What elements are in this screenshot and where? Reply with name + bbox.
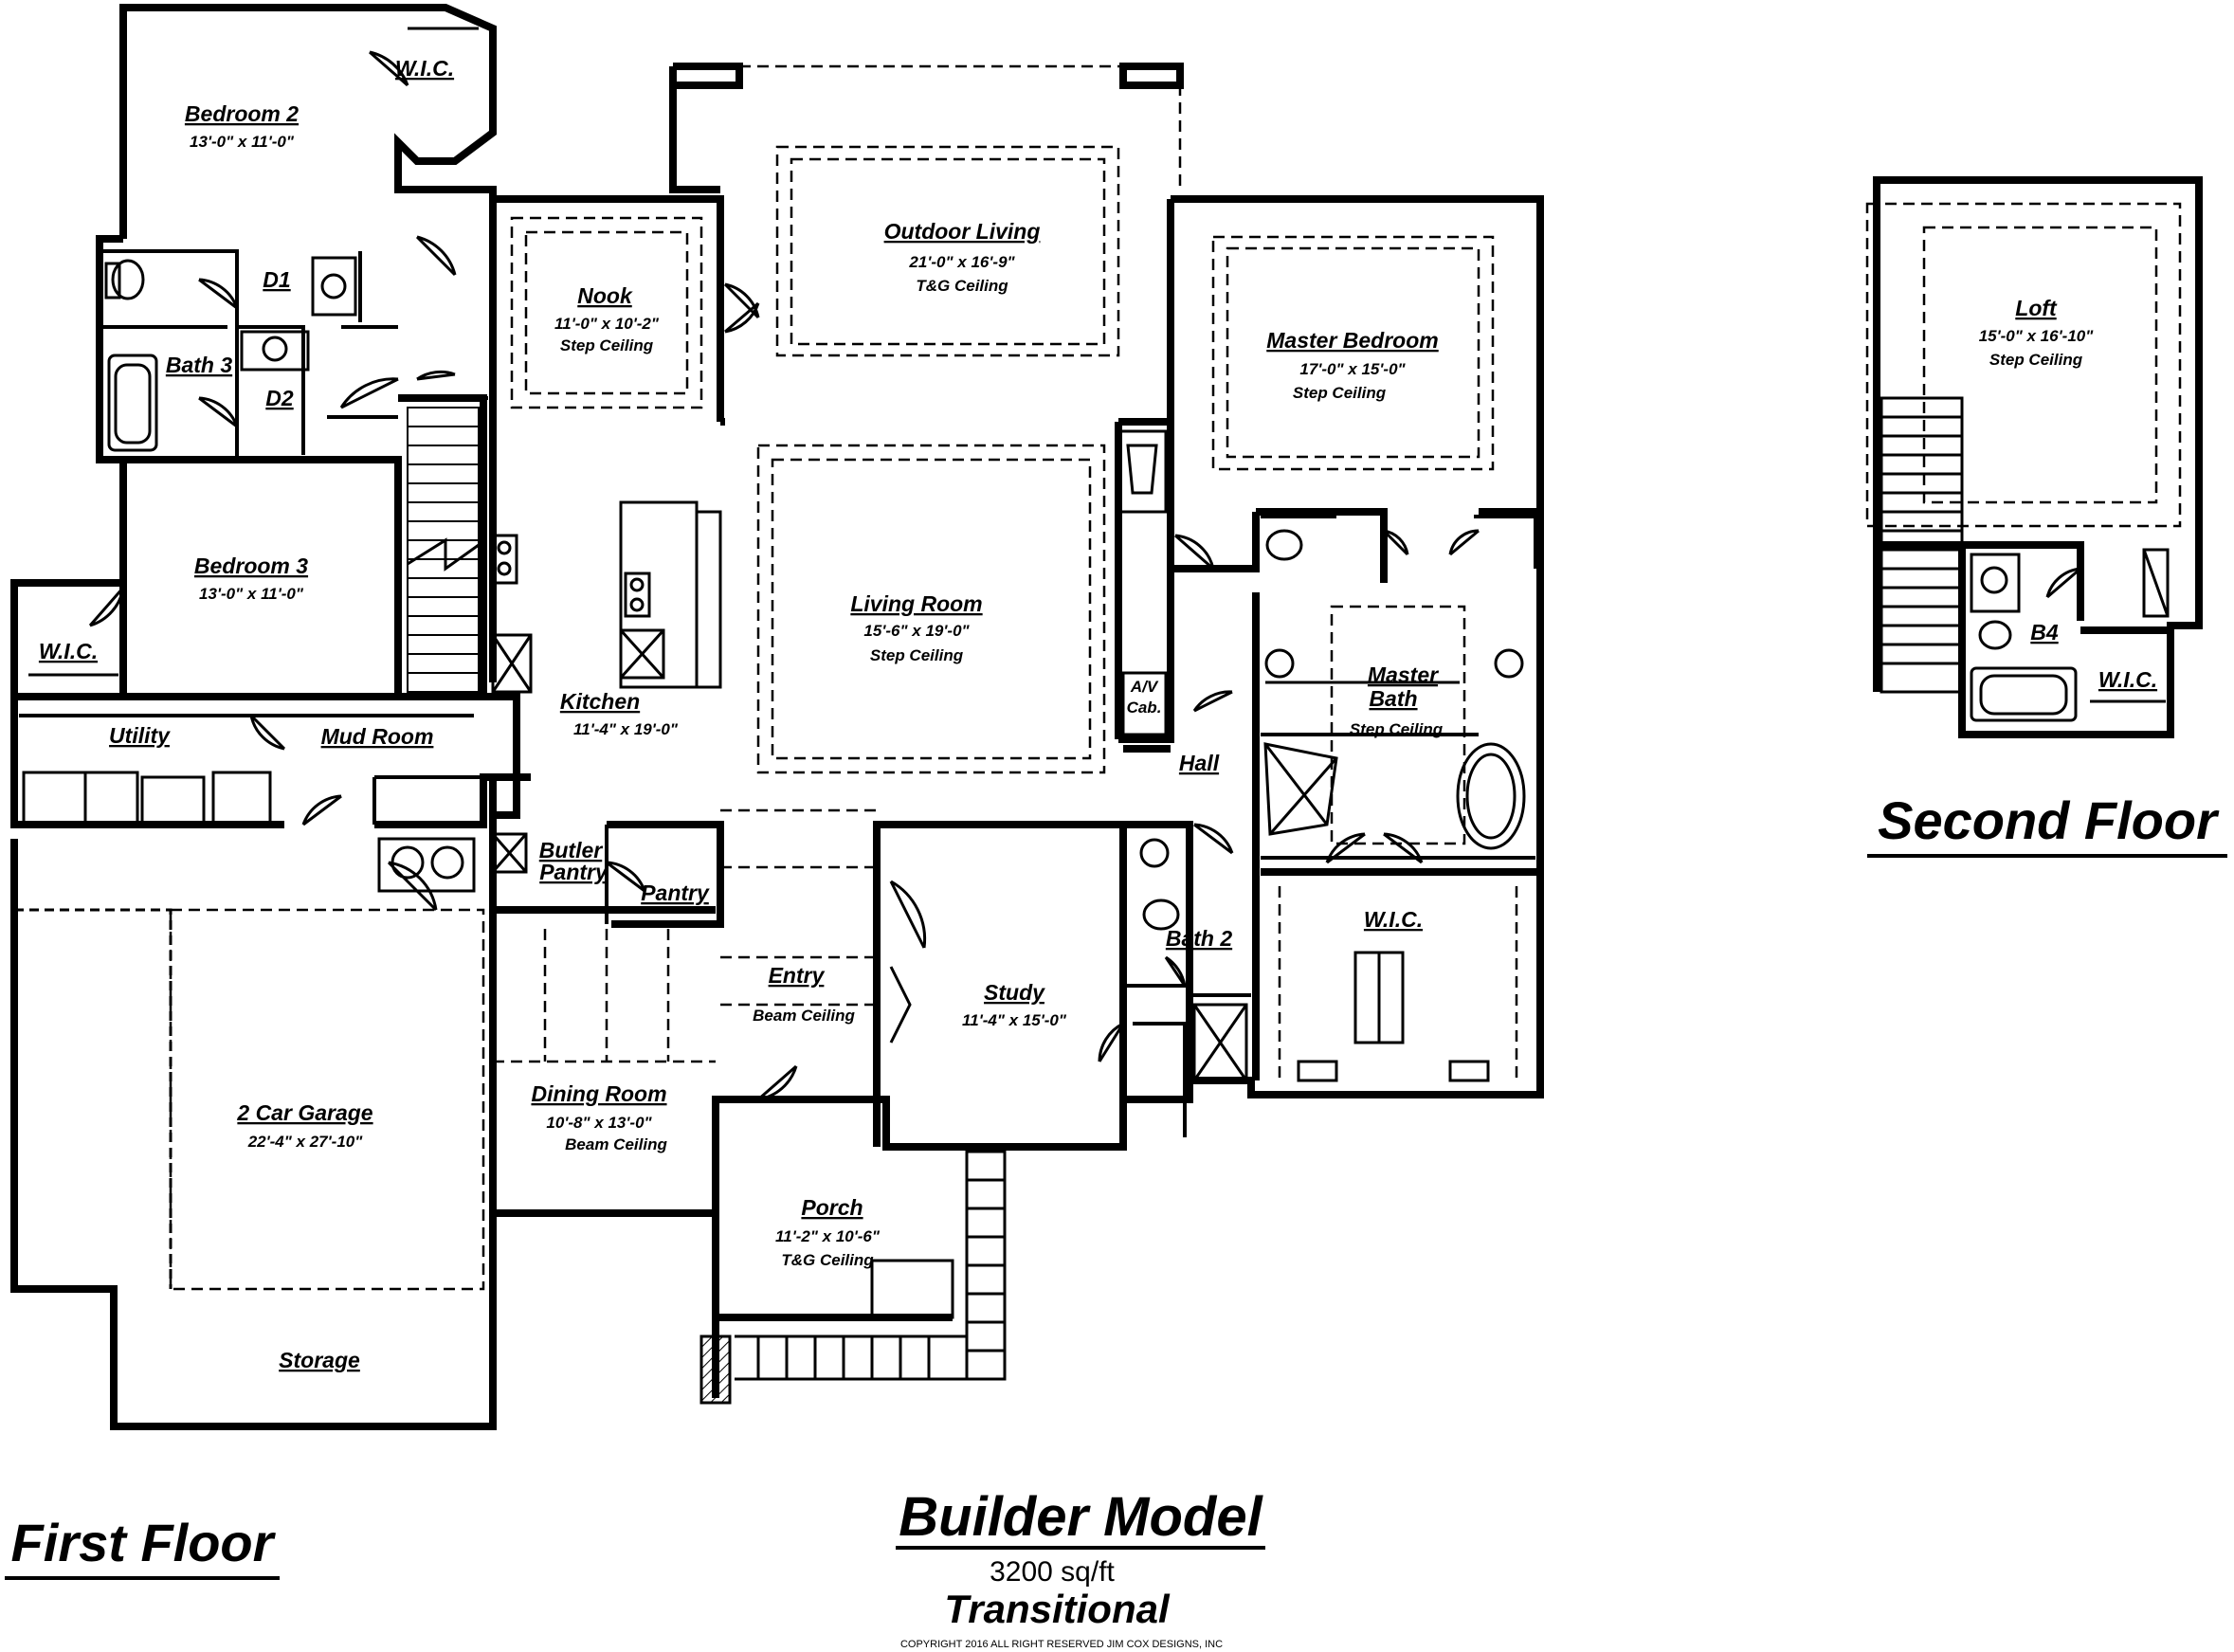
d1-name: D1 <box>263 267 290 292</box>
bedroom3-dims: 13'-0" x 11'-0" <box>199 585 304 603</box>
d2-name: D2 <box>265 386 294 410</box>
room-labels: Bedroom 2 13'-0" x 11'-0" W.I.C. D1 D2 B… <box>39 56 2157 1372</box>
entry-name: Entry <box>769 963 826 988</box>
master-bath-line1: Master <box>1368 663 1439 687</box>
master-bath-ceiling: Step Ceiling <box>1350 720 1444 738</box>
garage-name: 2 Car Garage <box>236 1100 372 1125</box>
porch-name: Porch <box>801 1195 863 1220</box>
mud-room-name: Mud Room <box>321 724 434 749</box>
master-bedroom-ceiling: Step Ceiling <box>1293 384 1387 402</box>
second-floor-fixtures <box>1880 396 2170 722</box>
master-bedroom-dims: 17'-0" x 15'-0" <box>1299 360 1406 378</box>
bath3-name: Bath 3 <box>166 353 233 377</box>
ceiling-outlines <box>169 64 2182 1291</box>
utility-name: Utility <box>109 723 171 748</box>
nook-ceiling: Step Ceiling <box>560 336 654 354</box>
model-title: Builder Model <box>899 1486 1263 1548</box>
bath2-name: Bath 2 <box>1166 926 1233 951</box>
loft-ceiling: Step Ceiling <box>1989 351 2083 369</box>
av-cab-line1: A/V <box>1130 678 1159 696</box>
pantry-name: Pantry <box>641 880 710 905</box>
kitchen-name: Kitchen <box>560 689 640 714</box>
butler-line2: Pantry <box>539 860 608 884</box>
staircase <box>407 407 480 693</box>
bedroom2-dims: 13'-0" x 11'-0" <box>190 133 295 151</box>
dining-room-dims: 10'-8" x 13'-0" <box>546 1114 652 1132</box>
wic-master: W.I.C. <box>1364 907 1423 932</box>
garage-dims: 22'-4" x 27'-10" <box>247 1133 364 1151</box>
wic-bed2: W.I.C. <box>395 56 454 81</box>
outdoor-living-dims: 21'-0" x 16'-9" <box>908 253 1015 271</box>
living-room-name: Living Room <box>850 591 982 616</box>
butler-line1: Butler <box>539 838 604 862</box>
model-style: Transitional <box>944 1587 1171 1631</box>
study-name: Study <box>984 980 1045 1005</box>
door-swings <box>88 50 1480 1101</box>
dining-room-ceiling: Beam Ceiling <box>565 1135 667 1153</box>
master-bath-line2: Bath <box>1369 686 1417 711</box>
loft-dims: 15'-0" x 16'-10" <box>1979 327 2095 345</box>
outdoor-living-ceiling: T&G Ceiling <box>916 277 1008 295</box>
wic-loft: W.I.C. <box>2098 667 2157 692</box>
living-room-dims: 15'-6" x 19'-0" <box>863 622 970 640</box>
dining-room-name: Dining Room <box>531 1081 666 1106</box>
title-block: Builder Model 3200 sq/ft Transitional CO… <box>896 1486 1265 1650</box>
porch-ceiling: T&G Ceiling <box>781 1251 874 1269</box>
storage-name: Storage <box>279 1348 360 1372</box>
study-dims: 11'-4" x 15'-0" <box>962 1011 1067 1029</box>
hall-name: Hall <box>1179 751 1220 775</box>
copyright-notice: COPYRIGHT 2016 ALL RIGHT RESERVED JIM CO… <box>900 1639 1223 1650</box>
bedroom2-name: Bedroom 2 <box>185 101 299 126</box>
b4-name: B4 <box>2030 620 2059 644</box>
outdoor-living-name: Outdoor Living <box>884 219 1041 244</box>
porch-dims: 11'-2" x 10'-6" <box>775 1227 881 1245</box>
entry-ceiling: Beam Ceiling <box>753 1007 855 1025</box>
nook-name: Nook <box>577 283 633 308</box>
av-cab-line2: Cab. <box>1127 699 1162 717</box>
model-sqft: 3200 sq/ft <box>990 1556 1115 1588</box>
first-floor-label: First Floor <box>11 1513 277 1572</box>
loft-name: Loft <box>2015 296 2058 320</box>
kitchen-dims: 11'-4" x 19'-0" <box>573 720 679 738</box>
floor-titles: Second Floor First Floor <box>5 790 2227 1580</box>
bedroom3-name: Bedroom 3 <box>194 554 308 578</box>
living-room-ceiling: Step Ceiling <box>870 646 964 664</box>
nook-dims: 11'-0" x 10'-2" <box>554 315 660 333</box>
wic-bed3: W.I.C. <box>39 639 98 663</box>
second-floor-label: Second Floor <box>1878 790 2220 850</box>
master-bedroom-name: Master Bedroom <box>1266 328 1438 353</box>
fixtures-first-floor <box>14 27 1526 1381</box>
brick-column <box>699 1334 732 1405</box>
